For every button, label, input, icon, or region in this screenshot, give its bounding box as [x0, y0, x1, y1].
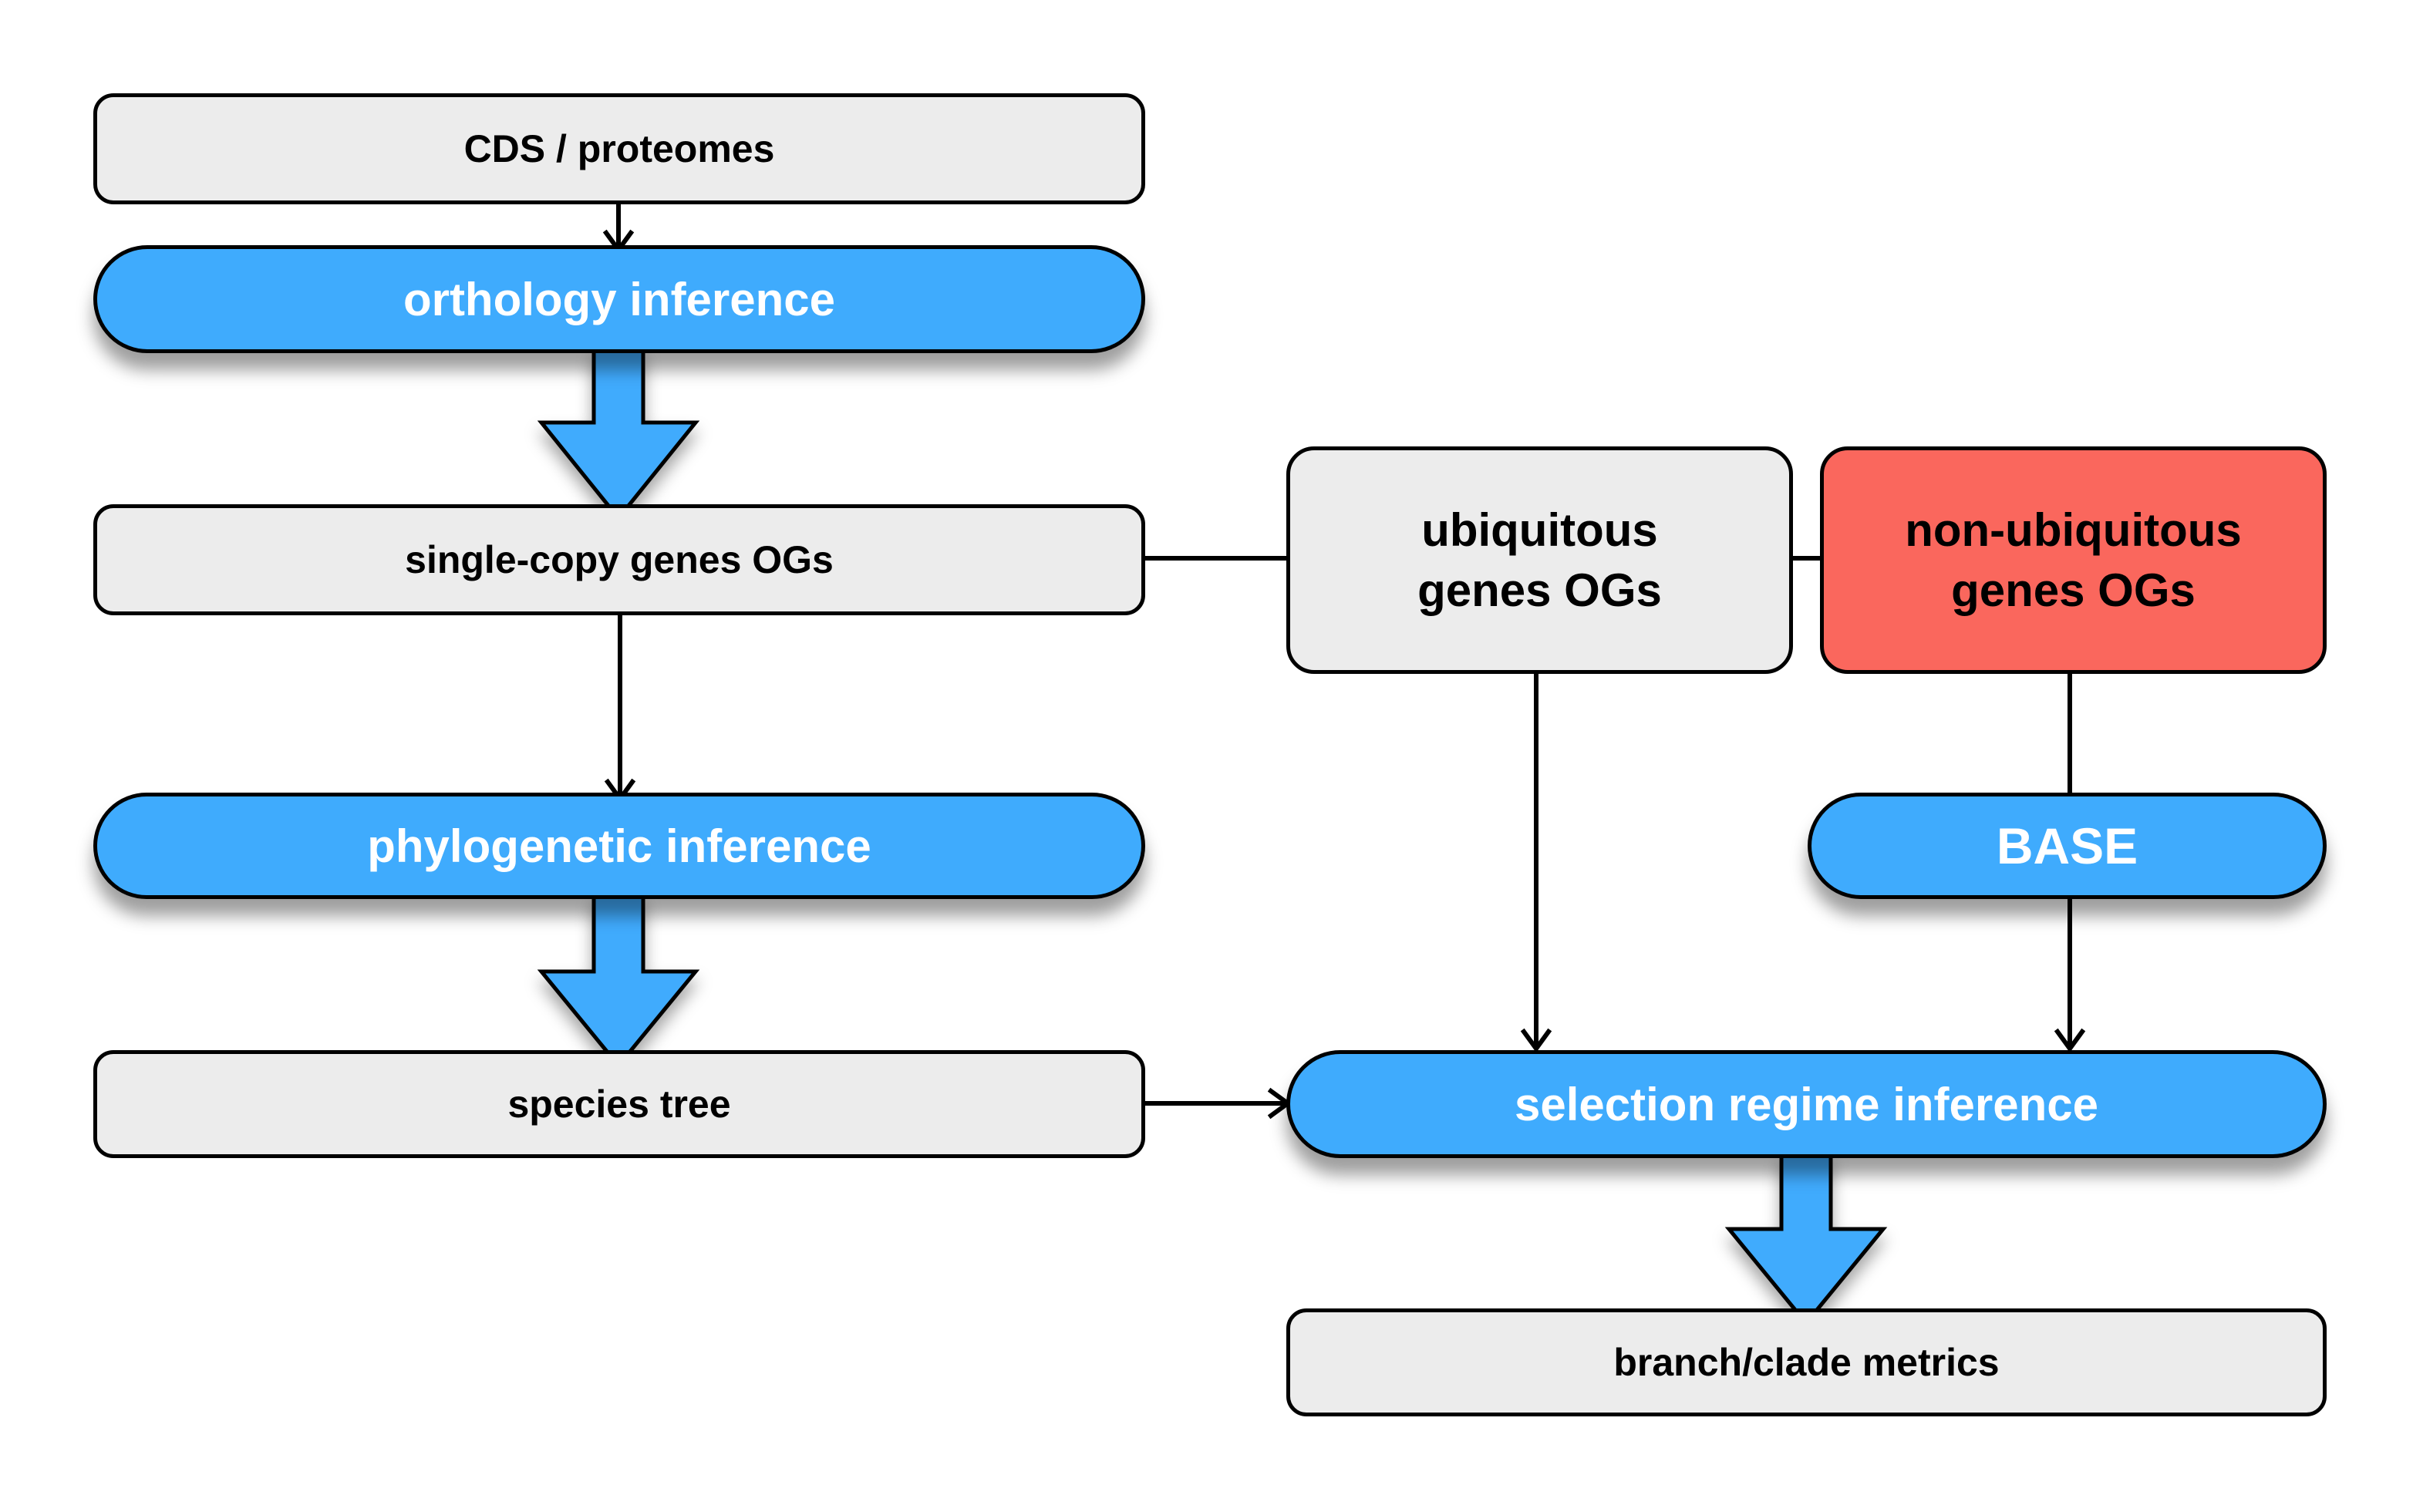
node-cds-proteomes-label: CDS / proteomes — [463, 127, 775, 170]
node-phylogenetic-inference-label: phylogenetic inference — [367, 820, 871, 872]
node-base: BASE — [1808, 793, 2327, 899]
node-single-copy-genes-ogs: single-copy genes OGs — [93, 504, 1145, 615]
block-arrow-selection-to-branch-metrics — [1724, 1151, 1888, 1326]
node-cds-proteomes: CDS / proteomes — [93, 93, 1145, 204]
node-non-ubiquitous-genes-ogs-label: non-ubiquitous genes OGs — [1905, 503, 2242, 616]
node-branch-clade-metrics: branch/clade metrics — [1286, 1308, 2327, 1416]
node-single-copy-genes-ogs-label: single-copy genes OGs — [405, 538, 834, 581]
node-non-ubiquitous-genes-ogs: non-ubiquitous genes OGs — [1820, 446, 2327, 674]
node-species-tree-label: species tree — [507, 1083, 731, 1126]
block-arrow-orthology-to-single-copy — [537, 346, 700, 521]
node-ubiquitous-genes-ogs: ubiquitous genes OGs — [1286, 446, 1793, 674]
arrowhead-selection-top-left — [1520, 1028, 1552, 1053]
node-orthology-inference: orthology inference — [93, 245, 1145, 353]
node-base-label: BASE — [1996, 817, 2138, 874]
node-ubiquitous-genes-ogs-label: ubiquitous genes OGs — [1417, 503, 1662, 616]
node-selection-regime-inference: selection regime inference — [1286, 1050, 2327, 1158]
node-branch-clade-metrics-label: branch/clade metrics — [1613, 1341, 2000, 1384]
arrowhead-selection-top-right — [2054, 1028, 2086, 1053]
node-selection-regime-inference-label: selection regime inference — [1515, 1078, 2098, 1130]
block-arrow-phylogenetic-to-species-tree — [537, 892, 700, 1069]
node-species-tree: species tree — [93, 1050, 1145, 1158]
node-phylogenetic-inference: phylogenetic inference — [93, 793, 1145, 899]
node-orthology-inference-label: orthology inference — [403, 273, 836, 325]
